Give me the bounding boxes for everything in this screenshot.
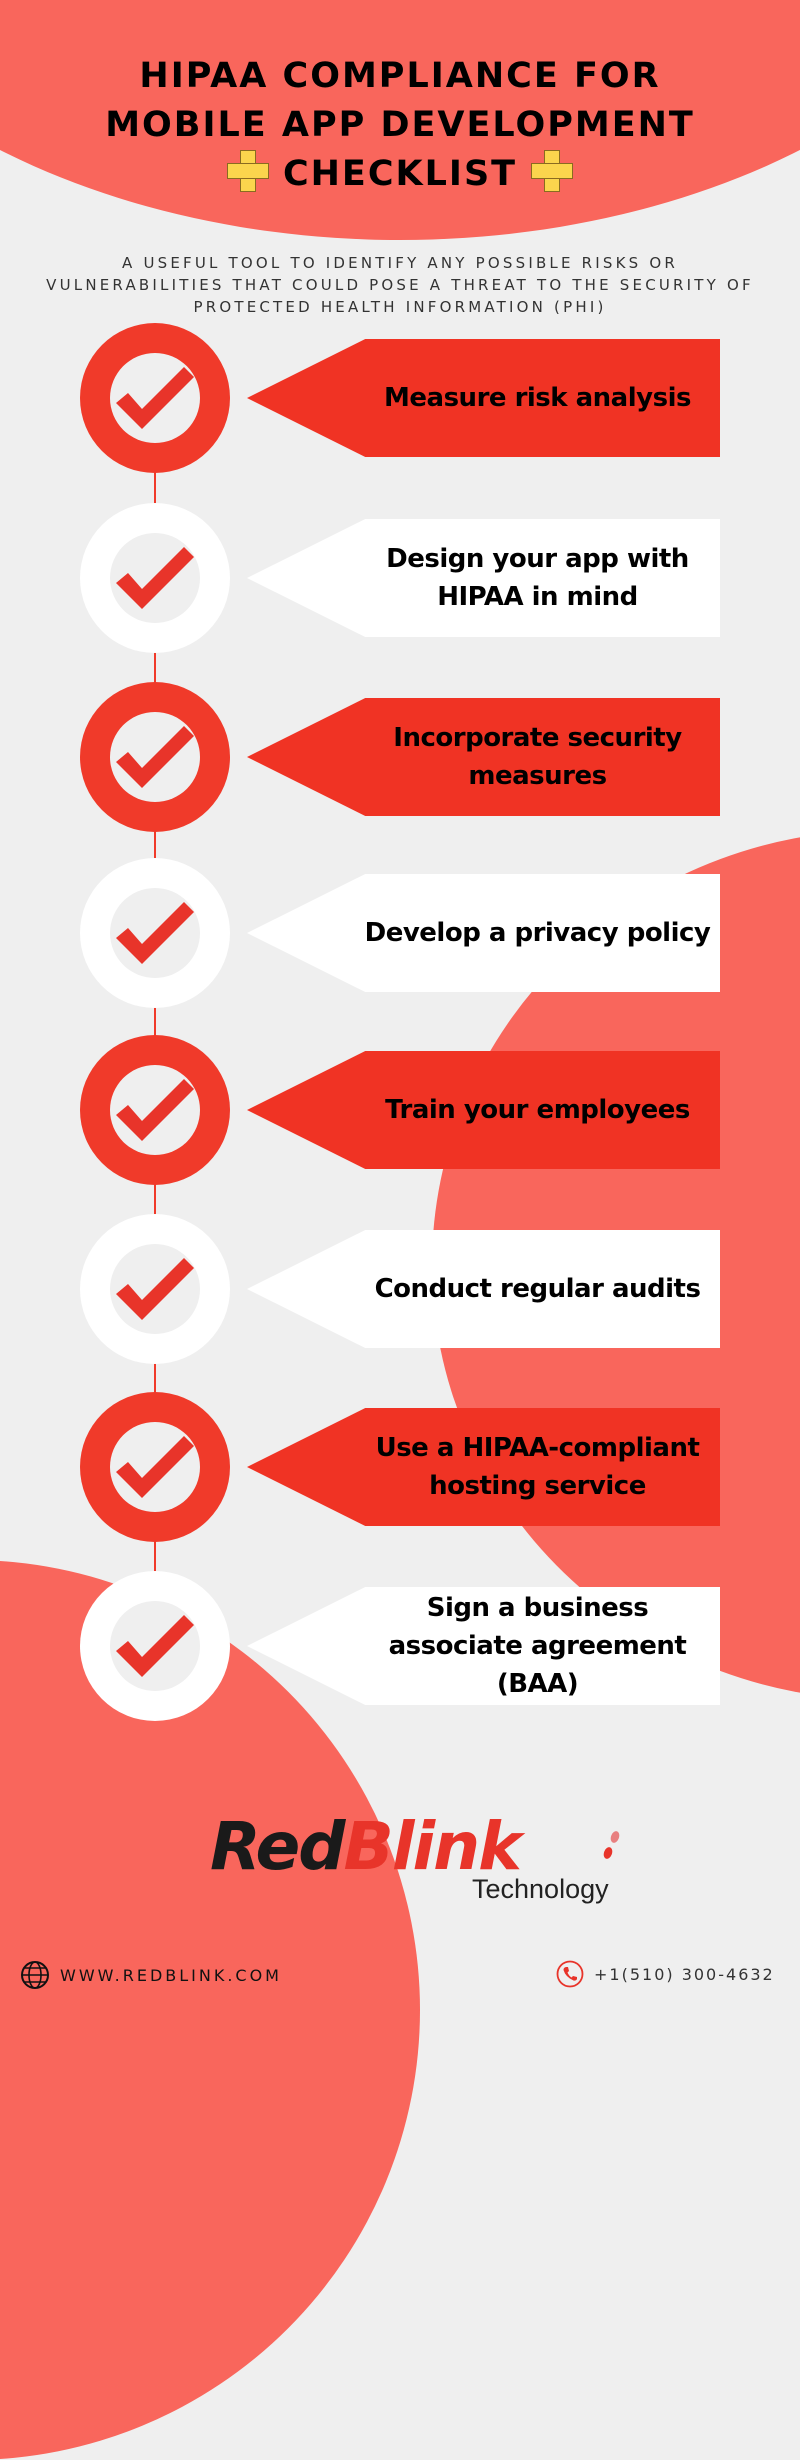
checkmark-icon (116, 726, 194, 788)
globe-icon (21, 1961, 49, 1989)
checklist-item-label: Design your app with HIPAA in mind (386, 544, 689, 612)
checklist-item-banner: Incorporate security measures (247, 698, 720, 816)
checklist-item: Develop a privacy policy (0, 853, 800, 1013)
checklist-item-banner: Conduct regular audits (247, 1230, 720, 1348)
logo-dots-icon (603, 1831, 620, 1859)
checklist-item-banner: Measure risk analysis (247, 339, 720, 457)
header-background-shape (0, 0, 800, 240)
footer-website[interactable]: WWW.REDBLINK.COM (20, 1960, 282, 1990)
check-badge (80, 1392, 230, 1542)
plus-cross-icon (226, 150, 269, 192)
checkmark-icon (116, 1079, 194, 1141)
logo-blink-text: Blink (343, 1808, 522, 1885)
check-badge (80, 323, 230, 473)
checklist-item-label: Conduct regular audits (374, 1274, 701, 1304)
check-badge (80, 1214, 230, 1364)
check-badge (80, 1035, 230, 1185)
checkmark-icon (116, 367, 194, 429)
checklist-item: Train your employees (0, 1030, 800, 1190)
checklist-title: CHECKLIST (282, 154, 518, 194)
logo-red-text: Red (210, 1808, 346, 1885)
check-badge (80, 503, 230, 653)
checklist-item-banner: Use a HIPAA-compliant hosting service (247, 1408, 720, 1526)
checklist-item-banner: Train your employees (247, 1051, 720, 1169)
checklist-item: Use a HIPAA-compliant hosting service (0, 1387, 800, 1547)
redblink-logo: RedBlink Technology (210, 1812, 630, 1904)
checkmark-icon (116, 902, 194, 964)
checklist-item-label: Train your employees (385, 1095, 690, 1125)
checklist-item-label: Use a HIPAA-compliant hosting service (375, 1433, 700, 1501)
page-title-line-2: MOBILE APP DEVELOPMENT (105, 105, 695, 145)
subtitle: A USEFUL TOOL TO IDENTIFY ANY POSSIBLE R… (46, 254, 754, 316)
checklist-item-banner: Design your app with HIPAA in mind (247, 519, 720, 637)
check-badge (80, 1571, 230, 1721)
page-title-line-3: CHECKLIST (0, 150, 800, 199)
checklist-item: Measure risk analysis (0, 318, 800, 478)
checklist-item: Design your app with HIPAA in mind (0, 498, 800, 658)
phone-number[interactable]: +1(510) 300-4632 (594, 1964, 775, 1984)
checklist-item: Sign a business associate agreement (BAA… (0, 1566, 800, 1726)
check-badge (80, 858, 230, 1008)
page-title-line-1: HIPAA COMPLIANCE FOR (139, 56, 661, 96)
checkmark-icon (116, 547, 194, 609)
checklist-item: Conduct regular audits (0, 1209, 800, 1369)
phone-icon (556, 1960, 584, 1988)
checklist-item: Incorporate security measures (0, 677, 800, 837)
checklist-item-banner: Sign a business associate agreement (BAA… (247, 1587, 720, 1705)
plus-cross-icon (531, 150, 574, 192)
footer-phone[interactable]: +1(510) 300-4632 (556, 1960, 775, 1988)
check-badge (80, 682, 230, 832)
checklist-item-label: Incorporate security measures (393, 723, 682, 791)
checklist-item-label: Measure risk analysis (384, 383, 691, 413)
checklist-item-label: Sign a business associate agreement (BAA… (388, 1593, 687, 1699)
checklist-item-banner: Develop a privacy policy (247, 874, 720, 992)
checklist-item-label: Develop a privacy policy (364, 918, 711, 948)
checkmark-icon (116, 1258, 194, 1320)
logo-tagline: Technology (472, 1874, 609, 1904)
timeline-connector (154, 460, 156, 1590)
checkmark-icon (116, 1615, 194, 1677)
checkmark-icon (116, 1436, 194, 1498)
website-link[interactable]: WWW.REDBLINK.COM (60, 1965, 282, 1985)
